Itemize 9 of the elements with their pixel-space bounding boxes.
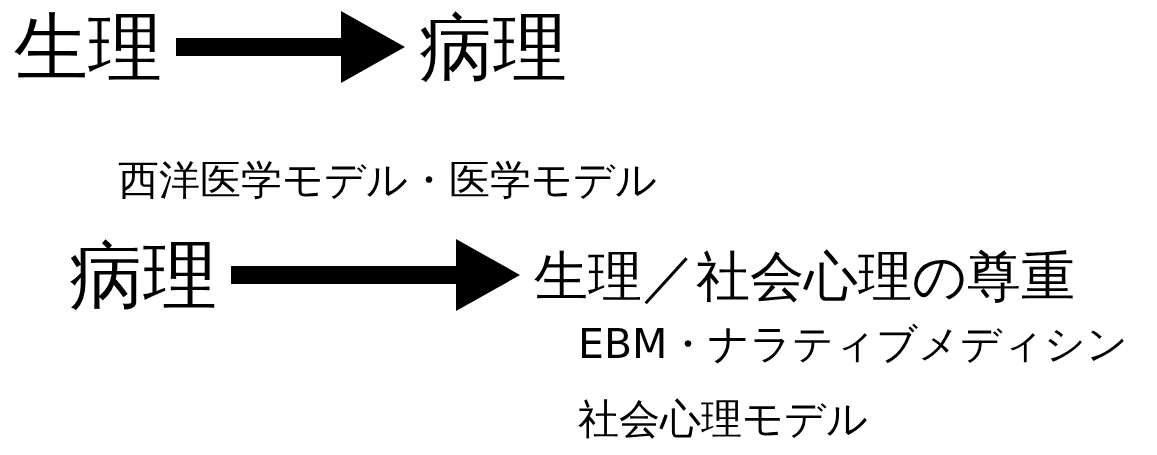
- arrow: [231, 239, 520, 311]
- model-label: 西洋医学モデル・医学モデル: [118, 160, 657, 201]
- term-text: 生理: [14, 4, 162, 90]
- term-text: 病理: [69, 232, 217, 318]
- model-label: 社会心理モデル: [578, 399, 868, 440]
- term-text: 病理: [419, 4, 567, 90]
- arrow: [176, 11, 405, 83]
- term-text: 生理／社会心理の尊重: [534, 245, 1075, 308]
- model-label: EBM・ナラティブメディシン: [578, 324, 1129, 365]
